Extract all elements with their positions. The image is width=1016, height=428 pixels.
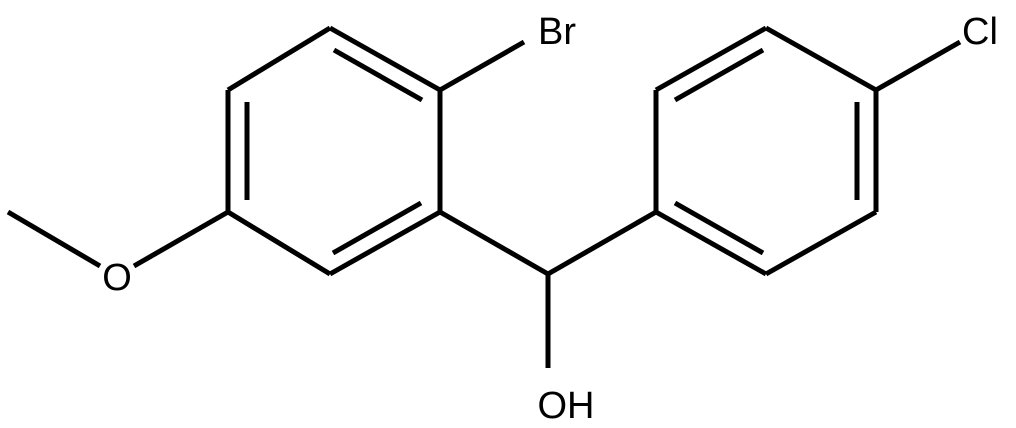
bond-c1-c2 — [328, 25, 442, 93]
bond-c3-c4 — [328, 209, 442, 277]
bond-r4-cl — [874, 39, 962, 93]
bromomethoxy-ring — [225, 25, 443, 277]
bond-c5-o — [132, 209, 230, 269]
bond-r1-r2 — [654, 209, 768, 277]
bond-center-ring2 — [546, 209, 658, 277]
bond-r5-r6 — [654, 25, 768, 93]
bromine-label: Br — [538, 11, 576, 53]
bond-r1-r2-inner — [673, 200, 765, 256]
chlorophenyl-ring — [653, 25, 879, 277]
hydroxyl-label: OH — [538, 385, 595, 427]
bond-c1-c2-inner — [332, 47, 424, 103]
bond-r2-r3 — [764, 209, 878, 277]
bond-c4-c5 — [226, 209, 332, 277]
chlorine-label: Cl — [962, 11, 998, 53]
bond-r4-r5 — [764, 25, 878, 93]
bond-c2-br — [438, 39, 526, 93]
bond-o-methyl — [6, 209, 102, 269]
bond-c3-center — [438, 209, 550, 277]
bond-c6-c1 — [226, 25, 332, 93]
bond-r5-r6-inner — [673, 47, 765, 103]
bond-c3-c4-inner — [331, 200, 423, 256]
methoxy-oxygen-label: O — [102, 257, 132, 299]
